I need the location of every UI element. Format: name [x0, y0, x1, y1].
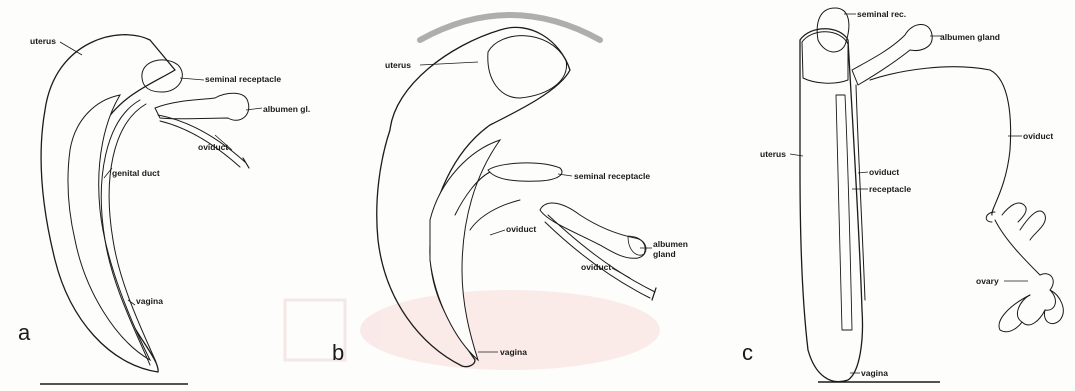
panel-c-upper-glandular-region — [802, 32, 848, 83]
panel-b-seminal-receptacle-label: seminal receptacle — [574, 171, 650, 181]
panel-c-ovary — [995, 203, 1063, 332]
panel-c: seminal rec. albumen gland uterus oviduc… — [742, 8, 1063, 382]
panel-a-semrec-leader — [180, 78, 204, 80]
panel-b-oviduct-outer-label: oviduct — [581, 262, 611, 272]
panel-a-uterus-label: uterus — [30, 36, 56, 46]
panel-c-oviduct-coil — [986, 212, 995, 222]
panel-b-albumen-tip — [628, 236, 645, 255]
panel-b-oviduct-inner-label: oviduct — [506, 224, 536, 234]
panel-c-albumen-gland-label: albumen gland — [940, 32, 1000, 42]
panel-b-albumen-label-1: albumen — [653, 239, 688, 249]
panel-c-receptacle-label: receptacle — [869, 184, 911, 194]
panel-a-seminal-receptacle — [142, 60, 182, 92]
panel-c-uterus-leader — [790, 154, 803, 156]
panel-b-uterus-label: uterus — [385, 60, 411, 70]
panel-b-letter: b — [332, 340, 344, 365]
panel-b-seminal-receptacle — [488, 163, 562, 181]
panel-c-vagina-label: vagina — [861, 368, 888, 378]
panel-b-oviduct-cut — [652, 288, 656, 300]
panel-b-oviduct-inner-leader — [490, 230, 505, 235]
panel-a-albumen-gl-label: albumen gl. — [263, 104, 310, 114]
panel-a-oviduct-label: oviduct — [198, 142, 228, 152]
panel-b-uterus-leader — [420, 62, 478, 65]
panel-a-genital-duct-label: genital duct — [112, 168, 160, 178]
panel-b-oviduct-outer-leader — [612, 268, 630, 278]
panel-c-oviduct-outer-label: oviduct — [1023, 131, 1053, 141]
panel-c-seminal-rec-label: seminal rec. — [857, 9, 906, 19]
panel-b-albumen-gland — [540, 203, 646, 258]
panel-c-receptacle-duct — [836, 95, 852, 330]
panel-a-vagina-label: vagina — [136, 296, 163, 306]
panel-b-vagina-label: vagina — [500, 347, 527, 357]
panel-a-uterus-body — [41, 35, 175, 372]
panel-c-albumen-gland — [852, 24, 932, 85]
panel-a-letter: a — [18, 320, 31, 345]
panel-a-albumen-gland — [155, 93, 249, 120]
panel-a-oviduct-cut — [243, 158, 249, 168]
panel-c-oviduct-inner-label: oviduct — [869, 167, 899, 177]
panel-a-seminal-receptacle-label: seminal receptacle — [205, 74, 281, 84]
panel-c-letter: c — [742, 340, 753, 365]
panel-b-oviduct-outer-wall — [545, 222, 650, 298]
panel-c-uterus-label: uterus — [760, 149, 786, 159]
panel-a: uterus seminal receptacle albumen gl. ov… — [18, 35, 310, 384]
panel-c-ovary-label: ovary — [976, 276, 999, 286]
panel-c-uterus-body — [800, 29, 862, 382]
panel-b-albumen-label-2: gland — [653, 249, 676, 259]
panel-a-uterus-leader — [60, 42, 82, 55]
